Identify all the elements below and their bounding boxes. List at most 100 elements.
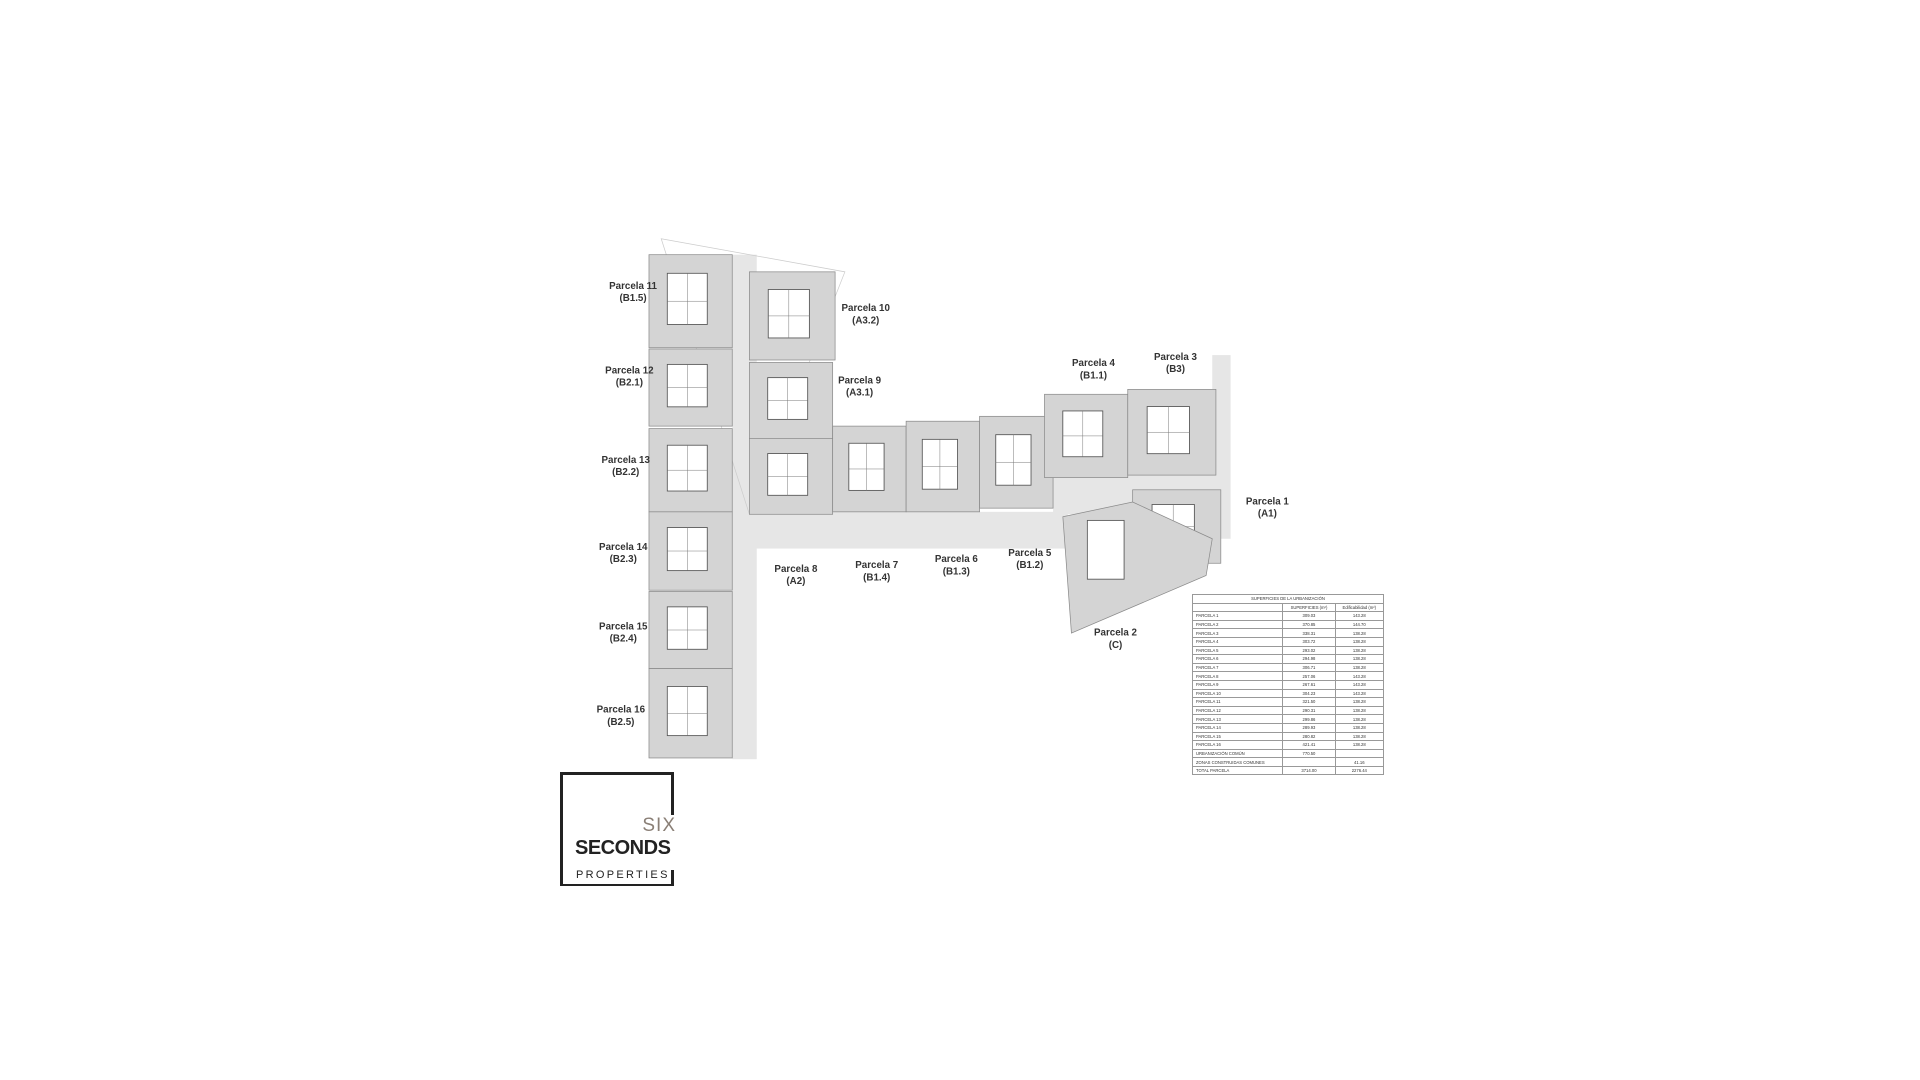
parcel (648, 668, 733, 759)
parcel-label: Parcela 4 (1072, 358, 1116, 369)
parcel-label: Parcela 6 (935, 554, 979, 565)
table-cell: 143.28 (1334, 688, 1385, 699)
table-cell: 143.28 (1334, 679, 1385, 690)
table-cell: 138.28 (1334, 705, 1385, 716)
table-cell: 138.28 (1334, 740, 1385, 750)
parcel-label: Parcela 8 (774, 564, 818, 575)
table-cell: PARCELA 8 (1191, 671, 1284, 681)
table-cell: 321.50 (1282, 697, 1336, 707)
table-header (1191, 602, 1284, 613)
surface-table: SUPERFICIES DE LA URBANIZACIÓN SUPERFICI… (1191, 594, 1385, 776)
table-cell: 2276.44 (1334, 765, 1385, 776)
parcel (1062, 501, 1213, 634)
table-cell: PARCELA 15 (1191, 731, 1284, 742)
table-cell: PARCELA 9 (1191, 679, 1284, 690)
table-cell: PARCELA 12 (1191, 705, 1284, 716)
parcel-code: (A3.1) (846, 388, 873, 399)
table-cell: 293.02 (1282, 645, 1336, 656)
parcels (648, 254, 1222, 759)
parcel-code: (B3) (1166, 364, 1185, 375)
parcel (905, 420, 980, 513)
table-cell: 138.28 (1334, 628, 1385, 638)
parcel-label: Parcela 9 (838, 375, 882, 386)
table-cell: 143.28 (1334, 611, 1385, 621)
parcel-code: (B1.2) (1016, 560, 1043, 571)
parcel (1044, 393, 1129, 478)
parcel-label: Parcela 3 (1154, 352, 1198, 363)
table-cell: 294.98 (1282, 654, 1336, 664)
logo-seconds: SECONDS (575, 837, 671, 859)
parcel (648, 428, 733, 513)
table-cell: PARCELA 14 (1191, 722, 1284, 733)
table-cell: 138.28 (1334, 636, 1385, 647)
parcel (648, 348, 733, 427)
table-cell: 3714.00 (1282, 765, 1336, 776)
table-cell: 303.72 (1282, 636, 1336, 647)
parcel-label: Parcela 15 (599, 621, 648, 632)
table-title: SUPERFICIES DE LA URBANIZACIÓN (1192, 594, 1384, 604)
parcel (749, 362, 834, 439)
table-cell: PARCELA 5 (1191, 645, 1284, 656)
parcel-labels: Parcela 11(B1.5) Parcela 12 (B2.1) Parcela … (597, 281, 1290, 728)
parcel-label: Parcela 1 (1246, 496, 1290, 507)
parcel (648, 511, 733, 591)
table-cell: 143.28 (1334, 671, 1385, 681)
parcel-label: Parcela 11 (609, 281, 657, 292)
parcel-code: (B2.2) (612, 467, 639, 478)
table-cell: 138.28 (1334, 645, 1385, 656)
table-cell: 289.93 (1282, 722, 1336, 733)
parcel (979, 415, 1054, 509)
table-cell: 280.82 (1282, 731, 1336, 742)
parcel (749, 271, 836, 361)
parcel-code: (C) (1109, 640, 1123, 651)
house-footprint (1086, 519, 1125, 580)
parcel-label: Parcela 2 (1094, 628, 1138, 639)
parcel (1127, 389, 1217, 476)
table-cell: 421.41 (1282, 740, 1336, 750)
road-strip (749, 511, 1068, 549)
table-cell: 306.71 (1282, 662, 1336, 673)
parcel-code: (B1.5) (619, 293, 646, 304)
table-cell: TOTAL PARCELA (1191, 765, 1284, 776)
six-seconds-logo: SIX SECONDS PROPERTIES (560, 772, 675, 886)
table-cell: 138.28 (1334, 714, 1385, 724)
parcel (832, 425, 907, 513)
parcel-code: (B2.3) (610, 554, 637, 565)
parcel-code: (B2.5) (607, 717, 634, 728)
parcel-label: Parcela 12 (605, 365, 654, 376)
table-cell: PARCELA 1 (1191, 611, 1284, 621)
table-cell: 299.86 (1282, 714, 1336, 724)
parcel-code: (B2.4) (610, 634, 637, 645)
parcel-label: Parcela 10 (842, 303, 891, 314)
table-cell: PARCELA 7 (1191, 662, 1284, 673)
table-cell: 338.31 (1282, 628, 1336, 638)
parcel-code: (A3.2) (852, 315, 879, 326)
table-cell: PARCELA 4 (1191, 636, 1284, 647)
table-cell: ZONAS CONSTRUIDAS COMUNES (1191, 757, 1284, 767)
parcel (648, 254, 733, 349)
table-cell: 41.16 (1334, 757, 1385, 767)
parcel-code: (B1.1) (1080, 370, 1107, 381)
table-row: ZONAS CONSTRUIDAS COMUNES 41.16 (1191, 757, 1385, 767)
table-cell: 770.50 (1282, 748, 1336, 759)
table-cell: 138.28 (1334, 697, 1385, 707)
table-cell: 290.31 (1282, 705, 1336, 716)
table-cell: 144.70 (1334, 619, 1385, 630)
parcel-code: (B2.1) (616, 378, 643, 389)
parcel-code: (B1.4) (863, 572, 890, 583)
table-cell: 138.28 (1334, 654, 1385, 664)
parcel-code: (A2) (786, 576, 805, 587)
parcel-code: (A1) (1258, 509, 1277, 520)
parcel-label: Parcela 7 (855, 560, 899, 571)
